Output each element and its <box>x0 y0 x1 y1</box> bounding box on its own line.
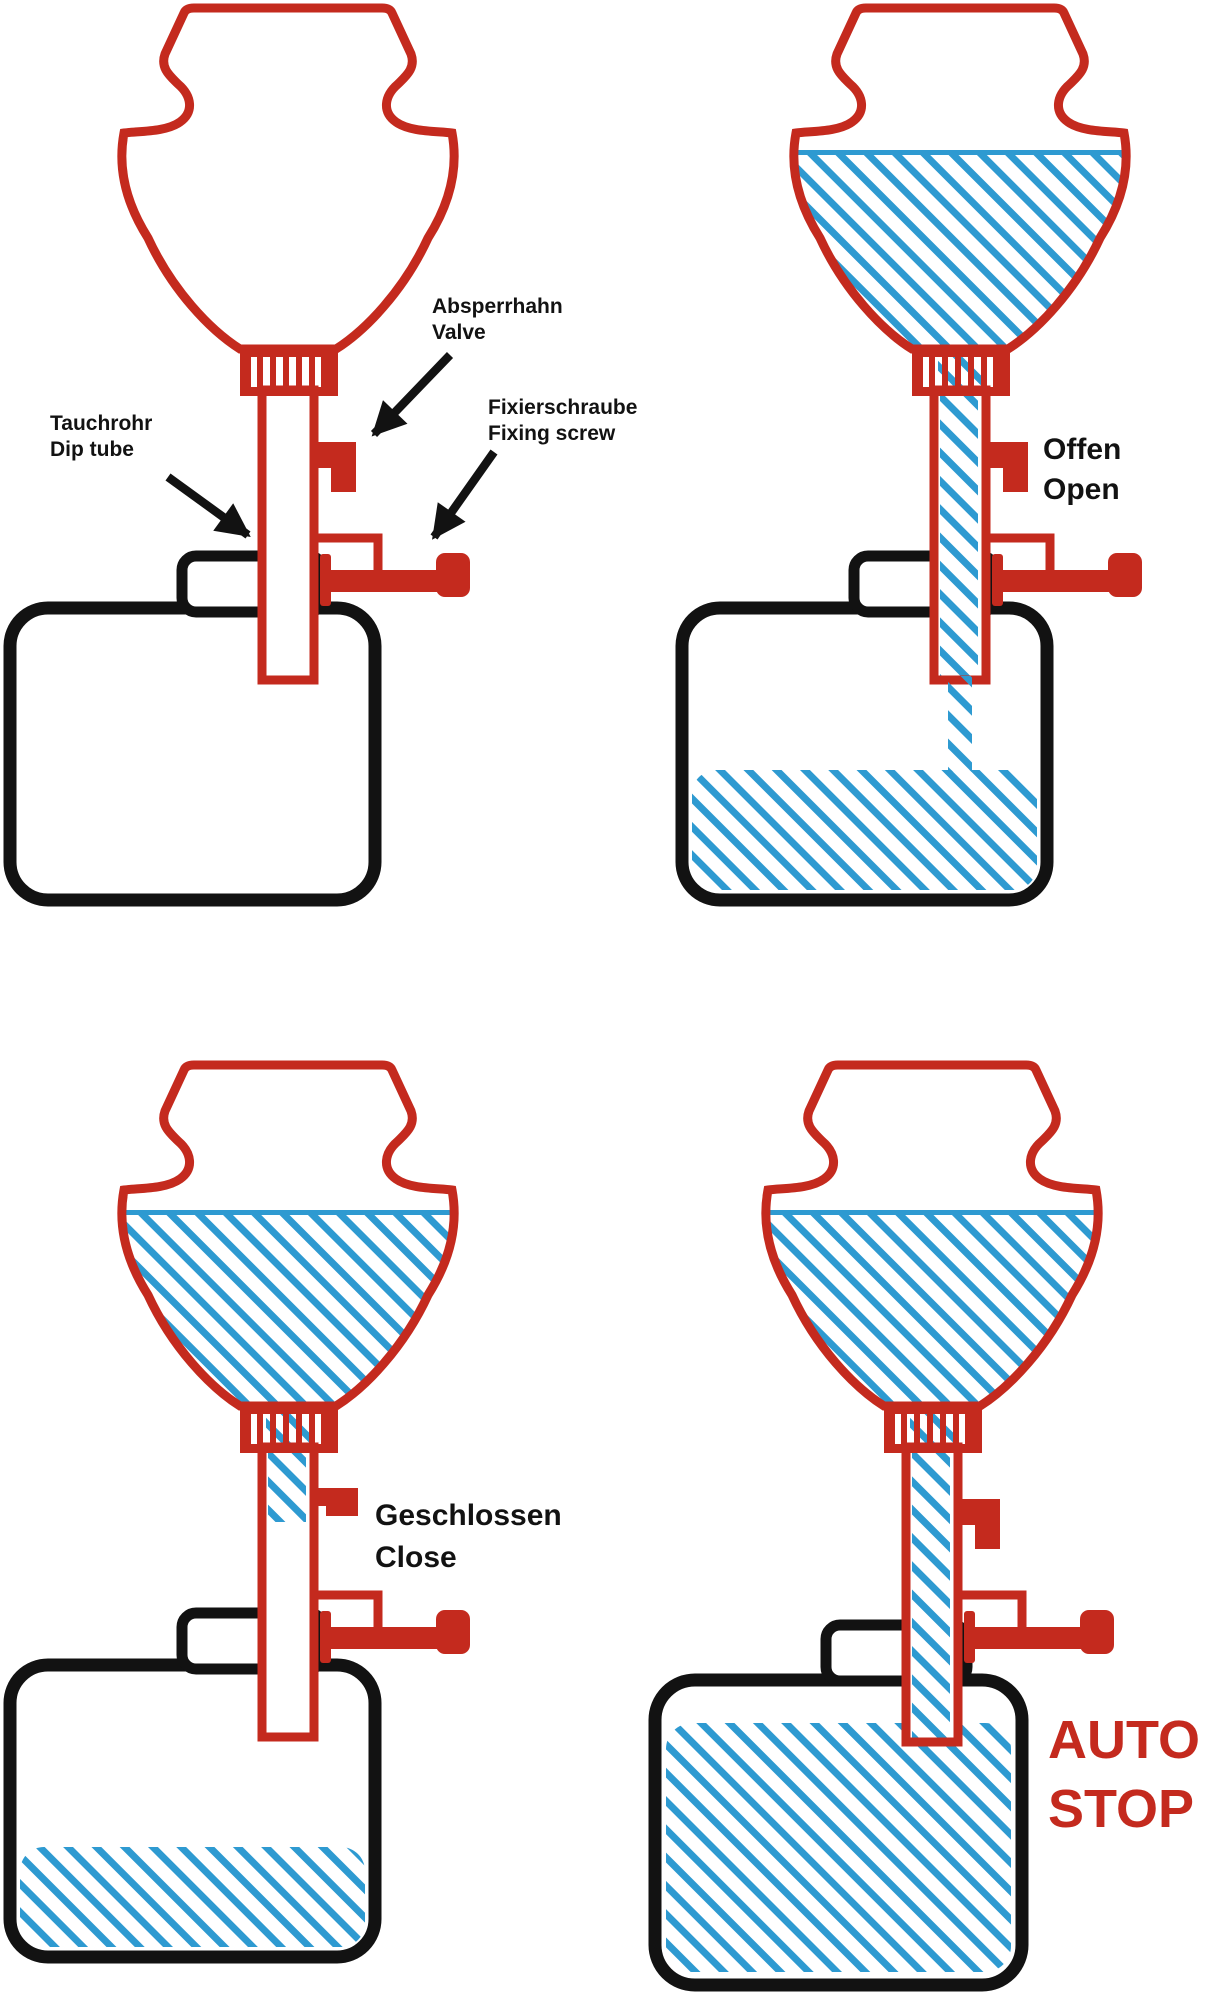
state-label-de: Geschlossen <box>375 1499 562 1532</box>
canister-liquid-full <box>666 1723 1011 1972</box>
fixing-screw-label-de: Fixierschraube <box>488 396 637 419</box>
funnel-outline <box>122 8 454 349</box>
canister-liquid <box>692 770 1037 890</box>
canister-body <box>3 601 382 907</box>
dip-tube-liquid-trapped <box>268 1449 306 1522</box>
fixing-screw-assembly <box>986 538 1142 606</box>
fixing-screw-label-en: Fixing screw <box>488 422 616 445</box>
valve-handle-open <box>986 442 1028 492</box>
valve-label-de: Absperrhahn <box>432 295 563 318</box>
valve-label-en: Valve <box>432 321 486 344</box>
fixing-screw-assembly <box>314 538 470 606</box>
dip-tube-label-en: Dip tube <box>50 438 134 461</box>
arrow-to-valve <box>370 352 454 437</box>
dip-tube-liquid <box>940 392 978 676</box>
valve-handle-open <box>958 1499 1000 1549</box>
auto-stop-line2: STOP <box>1048 1779 1194 1839</box>
dip-tube-liquid <box>912 1449 950 1739</box>
arrow-to-dip-tube <box>165 473 251 539</box>
funnel-liquid <box>793 150 1127 349</box>
auto-stop-line1: AUTO <box>1048 1710 1200 1770</box>
state-label-en: Close <box>375 1541 457 1574</box>
fixing-screw-assembly <box>314 1595 470 1663</box>
funnel-liquid <box>121 1210 455 1406</box>
dip-tube-fill <box>262 390 314 680</box>
panel-bottom-right-autostop: AUTO STOP <box>648 1065 1200 1992</box>
funnel-liquid <box>765 1210 1099 1406</box>
state-label-de: Offen <box>1043 433 1121 466</box>
panel-top-right-open: Offen Open <box>675 8 1142 907</box>
arrow-to-fixing-screw <box>430 449 498 540</box>
state-label-en: Open <box>1043 473 1120 506</box>
panel-top-left-parts: Absperrhahn Valve Tauchrohr Dip tube Fix… <box>3 8 637 907</box>
fixing-screw-assembly <box>958 1595 1114 1663</box>
valve-handle <box>314 442 356 492</box>
valve-handle-closed <box>312 1488 358 1516</box>
dip-tube-label-de: Tauchrohr <box>50 412 152 435</box>
liquid-stream <box>948 676 972 772</box>
panel-bottom-left-closed: Geschlossen Close <box>3 1065 562 1964</box>
canister-liquid <box>20 1847 365 1947</box>
